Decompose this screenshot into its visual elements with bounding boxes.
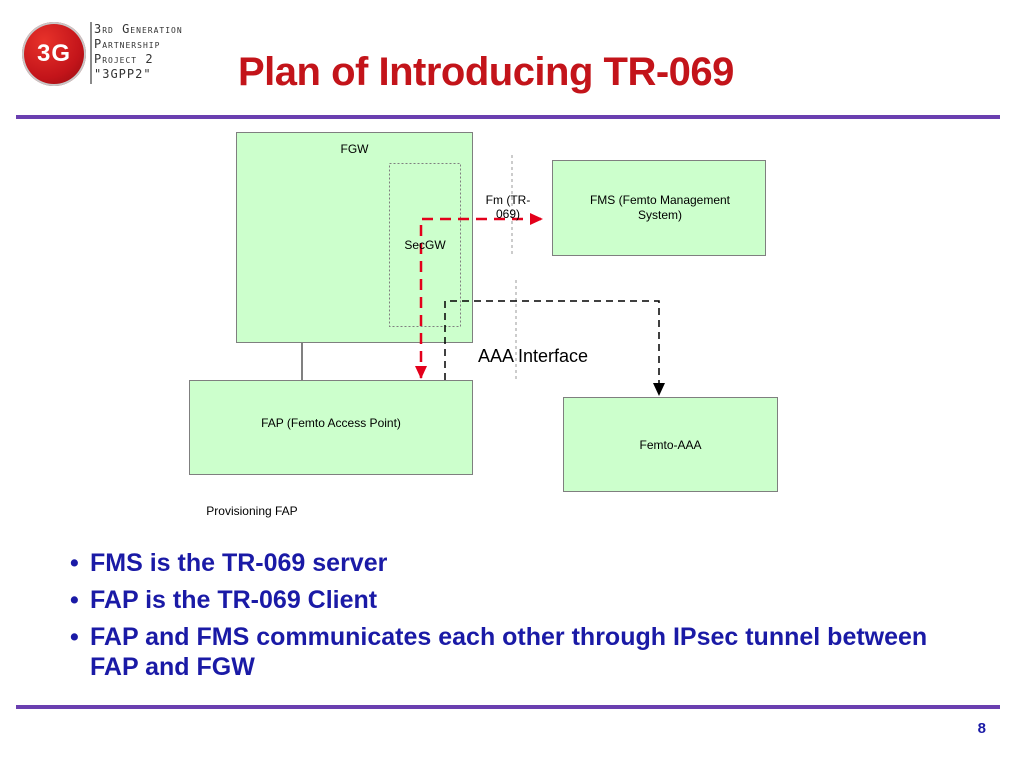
fms-label: FMS (Femto Management System) (589, 193, 731, 222)
tunnel-arrowhead-fap (415, 366, 427, 379)
logo-line: Partnership (94, 37, 161, 51)
3gpp2-logo: 3G 3rd Generation Partnership Project 2 … (22, 20, 242, 90)
logo-text: 3rd Generation Partnership Project 2 "3G… (94, 22, 183, 82)
femto-aaa-label: Femto-AAA (639, 438, 702, 452)
bullet-item: • FMS is the TR-069 server (70, 548, 970, 578)
fap-label: FAP (Femto Access Point) (261, 416, 401, 430)
logo-divider (90, 22, 92, 84)
aaa-arrowhead (653, 383, 665, 396)
logo-circle: 3G (22, 22, 86, 86)
fm-interface-label: Fm (TR-069) (485, 193, 531, 221)
logo-line: Project 2 (94, 52, 154, 66)
bullet-item: • FAP and FMS communicates each other th… (70, 622, 970, 682)
logo-line: 3rd Generation (94, 22, 183, 36)
bottom-divider (16, 705, 1000, 709)
bullet-text: FAP and FMS communicates each other thro… (90, 623, 928, 681)
top-divider (16, 115, 1000, 119)
secgw-box (389, 163, 461, 327)
aaa-interface-label: AAA Interface (478, 346, 589, 366)
fgw-box: FGW (236, 132, 473, 343)
bullet-dot: • (70, 623, 79, 651)
tunnel-arrowhead-fms (530, 213, 543, 225)
bullet-dot: • (70, 586, 79, 614)
bullet-text: FMS is the TR-069 server (90, 549, 388, 577)
slide-title: Plan of Introducing TR-069 (238, 50, 734, 94)
bullet-item: • FAP is the TR-069 Client (70, 585, 970, 615)
ipsec-tunnel-path (419, 217, 541, 378)
bullet-text: FAP is the TR-069 Client (90, 586, 378, 614)
provisioning-fap-label: Provisioning FAP (206, 504, 298, 518)
secgw-label: SecGW (404, 238, 446, 252)
logo-mark: 3G (36, 40, 71, 67)
femto-aaa-box: Femto-AAA (563, 397, 778, 492)
aaa-interface-path (444, 300, 660, 393)
bullet-dot: • (70, 549, 79, 577)
logo-line: "3GPP2" (94, 67, 152, 81)
fap-box: FAP (Femto Access Point) (189, 380, 473, 475)
fms-box: FMS (Femto Management System) (552, 160, 766, 256)
page-number: 8 (977, 720, 986, 737)
fgw-label: FGW (340, 142, 369, 156)
bullet-list: • FMS is the TR-069 server • FAP is the … (70, 548, 970, 689)
